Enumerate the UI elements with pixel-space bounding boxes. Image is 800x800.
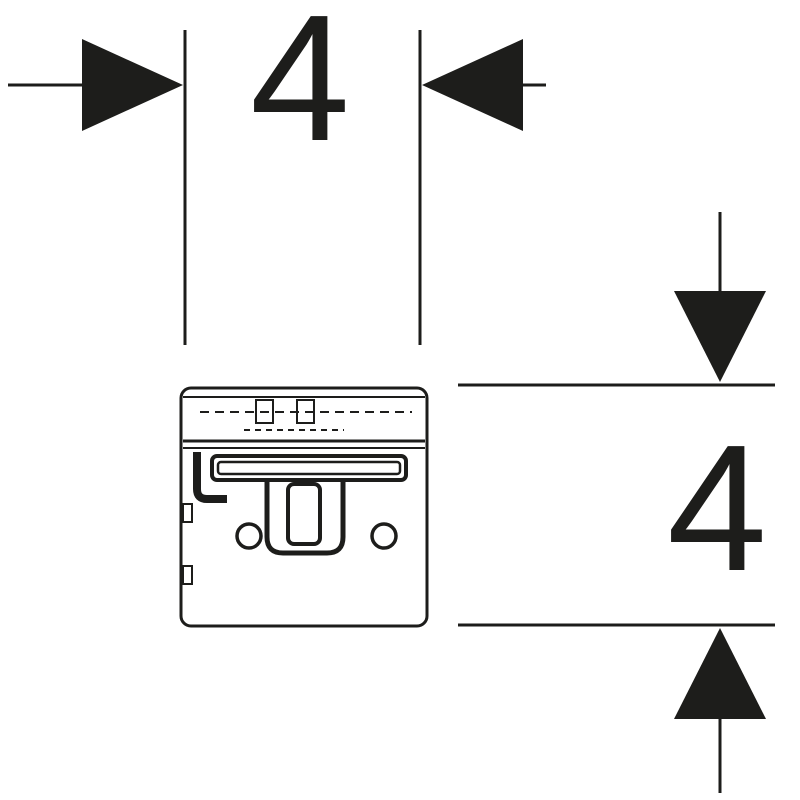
width-dimension-label: 4 (249, 0, 351, 179)
height-dimension (458, 212, 775, 793)
clip-tab-right (296, 399, 315, 424)
hook-slot (286, 482, 322, 546)
clip-tab-left (255, 399, 274, 424)
bracket-l-profile (193, 452, 227, 503)
screw-hole-right (370, 522, 398, 550)
edge-notch-upper (182, 503, 193, 523)
part-outline (179, 386, 429, 628)
edge-notch-lower (182, 565, 193, 585)
arrowhead-down-icon (674, 291, 766, 382)
linework-root (8, 30, 775, 793)
rail-outer (210, 454, 408, 482)
arrowhead-right-icon (82, 39, 183, 131)
width-dimension (8, 30, 546, 345)
screw-hole-left (235, 522, 263, 550)
arrowhead-up-icon (674, 628, 766, 719)
rail-inner (216, 460, 402, 476)
hook-outline (264, 480, 346, 556)
arrowhead-left-icon (422, 39, 523, 131)
part-drawing (179, 386, 429, 628)
height-dimension-label: 4 (666, 408, 768, 609)
